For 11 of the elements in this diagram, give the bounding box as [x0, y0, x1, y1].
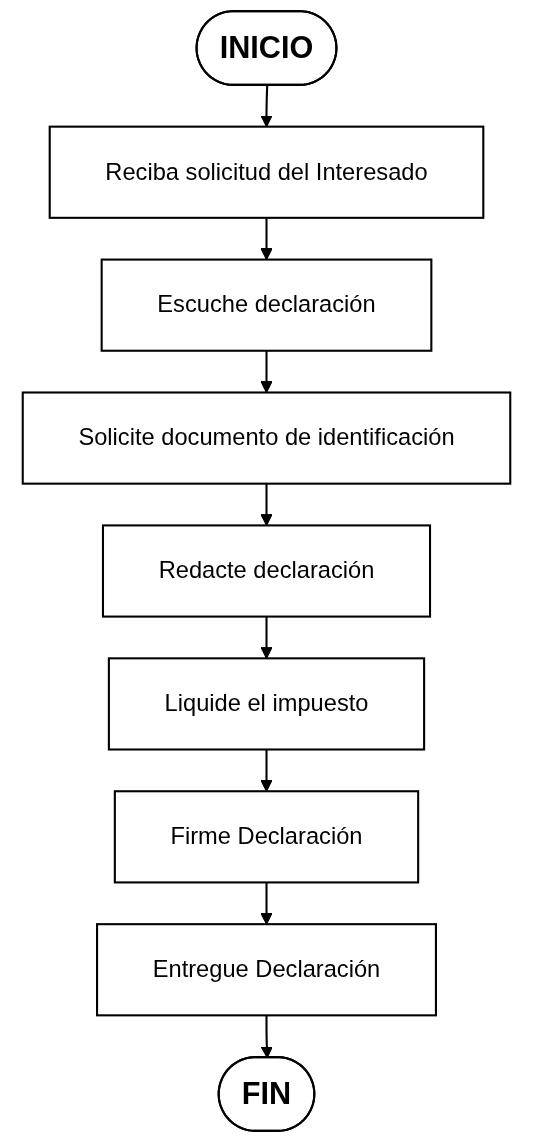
node-box: Reciba solicitud del Interesado	[48, 125, 485, 219]
node-box: Redacte declaración	[101, 524, 432, 618]
arrow	[260, 483, 273, 526]
arrow	[260, 882, 273, 925]
arrow	[260, 616, 273, 659]
node-box: Escuche declaración	[100, 258, 433, 352]
node-box: Entregue Declaración	[96, 923, 437, 1017]
node-box: Liquide el impuesto	[107, 657, 426, 751]
node-box: Firme Declaración	[113, 790, 420, 884]
arrow	[260, 749, 273, 792]
node-box: Solicite documento de identificación	[21, 391, 512, 485]
